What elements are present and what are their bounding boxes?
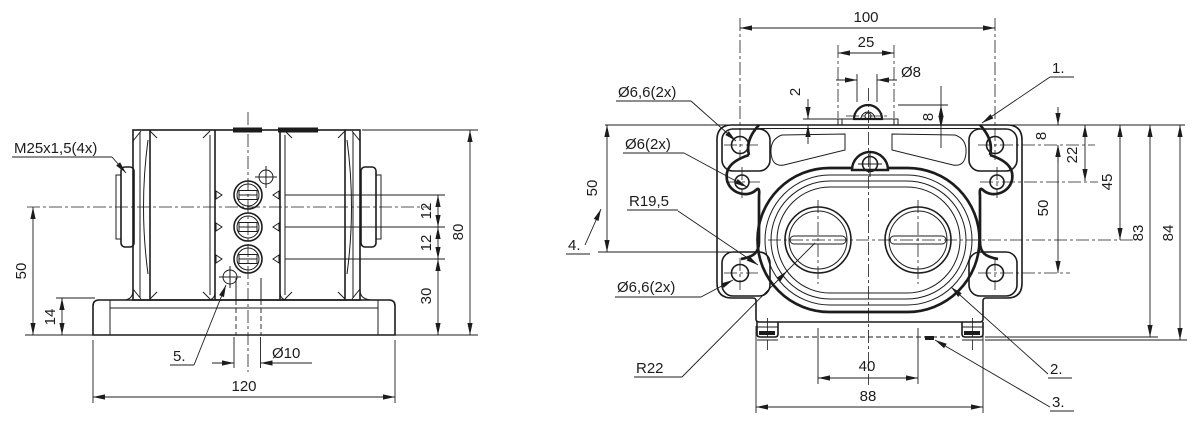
dim-50-front: 50 <box>13 263 30 280</box>
dim-12-lower: 12 <box>418 235 435 252</box>
dim-45: 45 <box>1099 174 1116 191</box>
front-base <box>92 289 396 336</box>
top-callouts: 4. Ø6,6(2x) Ø6(2x) R19,5 Ø6,6(2x) R22 1.… <box>566 60 1074 412</box>
top-view: 100 25 Ø8 2 8 8 50 22 45 83 <box>566 9 1187 413</box>
callout-5: 5. <box>173 348 186 365</box>
front-dimensions: 50 14 120 Ø10 12 12 30 80 M25x1,5(4x) <box>12 129 478 403</box>
callout-3: 3. <box>1052 394 1065 411</box>
dim-14-front: 14 <box>42 309 59 326</box>
callout-1: 1. <box>1052 60 1065 77</box>
dim-12-upper: 12 <box>418 203 435 220</box>
callout-2: 2. <box>1050 361 1063 378</box>
dim-80-front: 80 <box>450 224 467 241</box>
dim-100: 100 <box>853 9 878 26</box>
dim-8-boss: 8 <box>920 113 937 121</box>
dim-30-front: 30 <box>418 288 435 305</box>
dim-84: 84 <box>1160 225 1177 242</box>
dim-8-right: 8 <box>1033 132 1050 140</box>
front-view: 50 14 120 Ø10 12 12 30 80 M25x1,5(4x) <box>12 112 478 403</box>
dim-dia10-front: Ø10 <box>272 345 300 362</box>
callout-4: 4. <box>568 237 581 254</box>
dim-2: 2 <box>787 88 804 96</box>
dim-25: 25 <box>858 34 875 51</box>
dim-40: 40 <box>859 358 876 375</box>
front-terminal-screws <box>215 166 445 335</box>
thread-label: M25x1,5(4x) <box>14 140 97 157</box>
dim-22: 22 <box>1064 147 1081 164</box>
label-dia6: Ø6(2x) <box>625 136 671 153</box>
label-dia66-bottom: Ø6,6(2x) <box>617 279 675 296</box>
top-centerlines <box>724 18 1133 385</box>
dim-50-right: 50 <box>1035 200 1052 217</box>
dim-83: 83 <box>1130 225 1147 242</box>
dim-120-front: 120 <box>231 378 256 395</box>
dim-88: 88 <box>860 388 877 405</box>
label-r22: R22 <box>636 360 664 377</box>
label-dia66-top: Ø6,6(2x) <box>618 84 676 101</box>
dim-dia8: Ø8 <box>901 64 921 81</box>
top-dimensions: 100 25 Ø8 2 8 8 50 22 45 83 <box>584 9 1187 413</box>
front-centerlines <box>27 112 430 372</box>
top-dome-boss <box>837 103 899 126</box>
dim-50-left: 50 <box>584 180 601 197</box>
label-r19-5: R19,5 <box>629 193 669 210</box>
